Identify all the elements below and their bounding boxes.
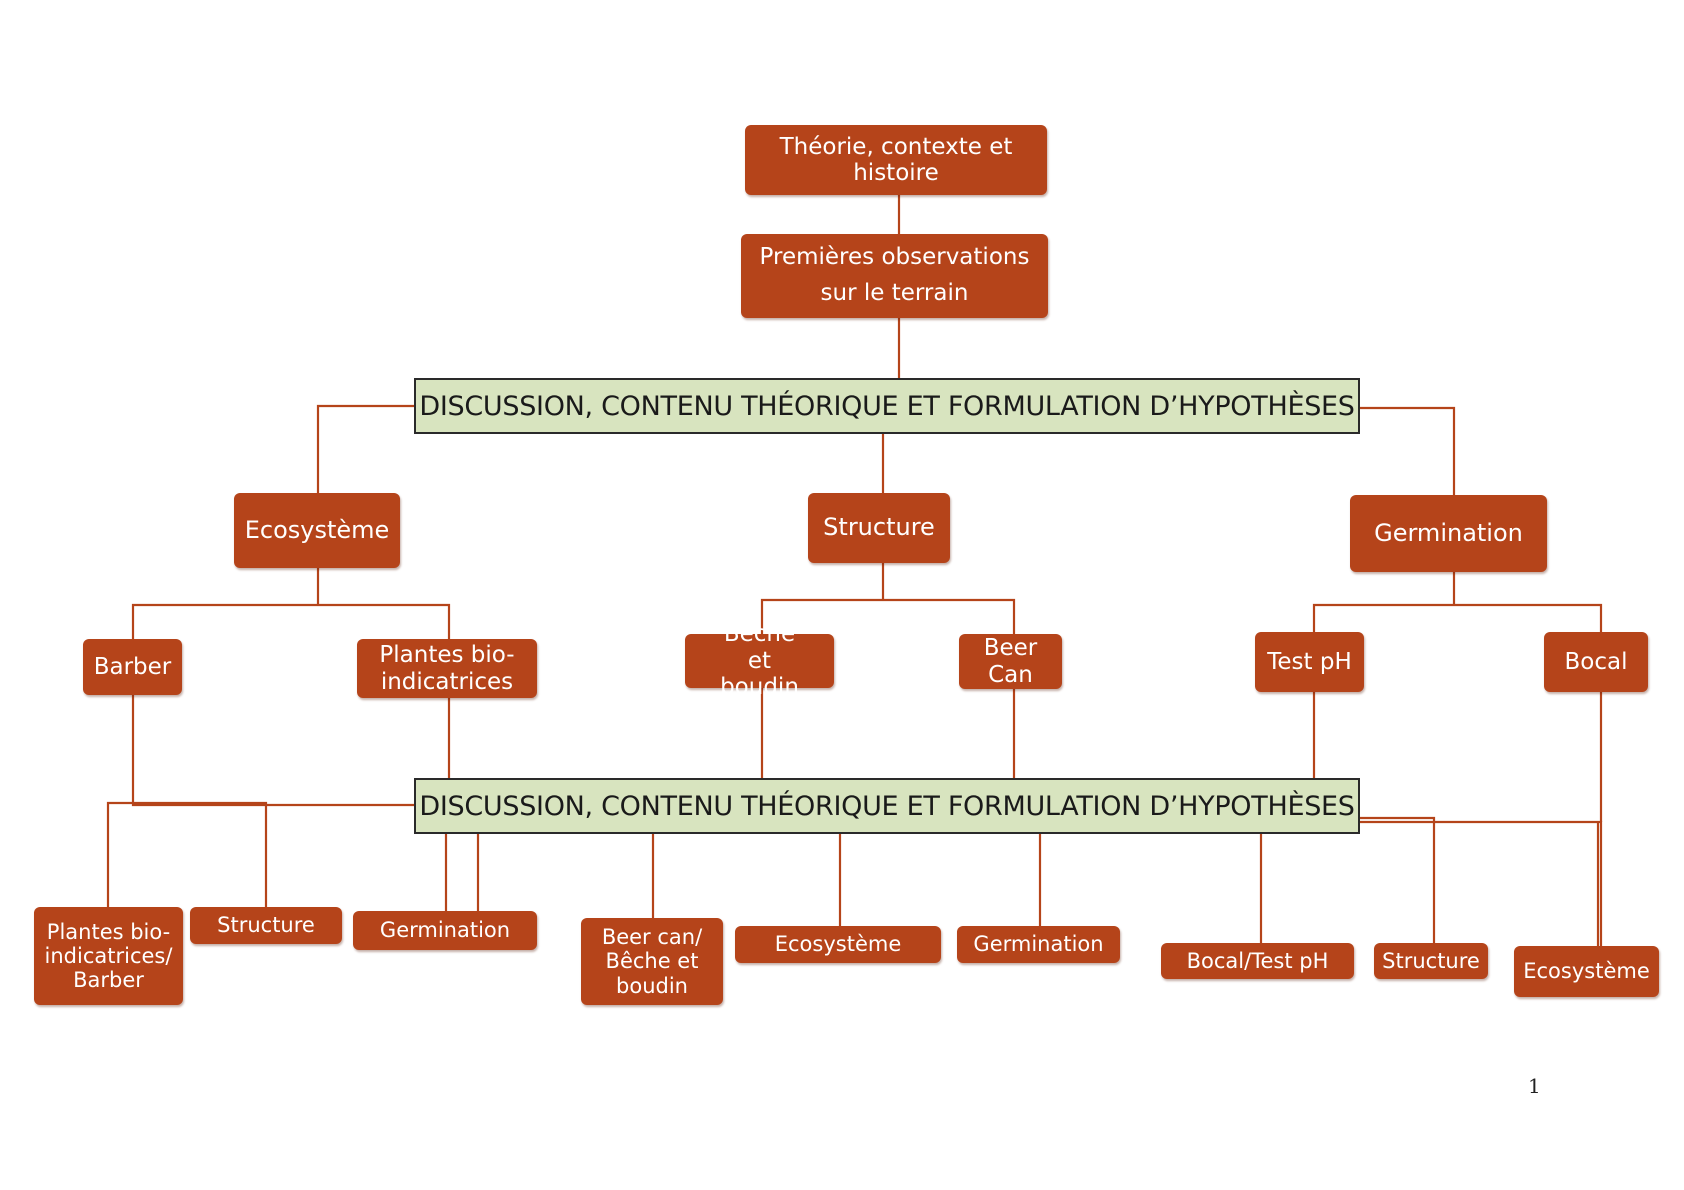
node-result-bocal-test-ph: Bocal/Test pH <box>1161 943 1354 979</box>
node-result-plantes-barber: Plantes bio-indicatrices/ Barber <box>34 907 183 1005</box>
connector-line-9 <box>760 598 1016 634</box>
connector-line-7 <box>131 603 451 639</box>
connector-line-11 <box>1312 603 1603 632</box>
page-number: 1 <box>1528 1074 1541 1098</box>
node-method-barber: Barber <box>83 639 182 695</box>
node-method-plantes-bio-indicatrices: Plantes bio-indicatrices <box>357 639 537 698</box>
node-theorie-contexte-histoire: Théorie, contexte et histoire <box>745 125 1047 195</box>
connector-line-5 <box>1360 406 1456 495</box>
discussion-box-top: DISCUSSION, CONTENU THÉORIQUE ET FORMULA… <box>414 378 1360 434</box>
node-method-test-ph: Test pH <box>1255 632 1364 692</box>
node-result-structure-2: Structure <box>1374 943 1488 979</box>
node-result-ecosysteme-2: Ecosystème <box>1514 946 1659 997</box>
connector-line-18 <box>106 801 268 907</box>
node-theme-germination: Germination <box>1350 495 1547 572</box>
connector-line-25 <box>1360 816 1436 943</box>
node-result-beer-beche: Beer can/ Bêche et boudin <box>581 918 723 1005</box>
node-result-germination-1: Germination <box>353 911 537 950</box>
connector-line-3 <box>316 404 414 493</box>
node-theme-ecosysteme: Ecosystème <box>234 493 400 568</box>
node-method-beche-et-boudin: Bêche et boudin <box>685 621 834 700</box>
node-method-beer-can: Beer Can <box>959 634 1062 689</box>
node-theme-structure: Structure <box>808 493 950 563</box>
discussion-box-bottom: DISCUSSION, CONTENU THÉORIQUE ET FORMULA… <box>414 778 1360 834</box>
node-premieres-observations: Premières observations sur le terrain <box>741 234 1048 318</box>
node-method-bocal: Bocal <box>1544 632 1648 692</box>
connector-line-17 <box>131 695 414 807</box>
node-result-structure-1: Structure <box>190 907 342 944</box>
connector-line-26 <box>1360 820 1603 946</box>
node-result-ecosysteme-1: Ecosystème <box>735 926 941 963</box>
node-result-germination-2: Germination <box>957 926 1120 963</box>
